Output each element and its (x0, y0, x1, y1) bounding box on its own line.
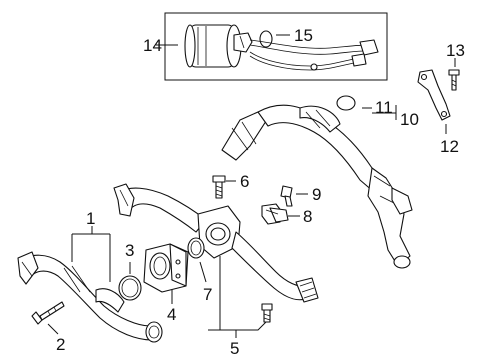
bolt-9 (280, 185, 293, 207)
callout-13: 13 (446, 41, 465, 60)
egr-cooler (184, 24, 253, 68)
callout-15: 15 (294, 26, 313, 45)
callout-10: 10 (400, 110, 419, 129)
bolt-13 (448, 69, 460, 91)
sensor-8 (261, 203, 289, 225)
cooler-tubes (249, 39, 379, 71)
bolt-6 (212, 175, 226, 199)
callout-7: 7 (203, 285, 212, 304)
callout-1: 1 (86, 209, 95, 228)
bracket-12 (417, 69, 451, 121)
callout-3: 3 (125, 241, 134, 260)
egr-pipe-10 (221, 95, 413, 269)
callout-9: 9 (312, 185, 321, 204)
callout-11: 11 (375, 98, 393, 117)
callout-8: 8 (303, 207, 312, 226)
callout-6: 6 (240, 172, 249, 191)
egr-cooler-inset: 14 15 (143, 12, 388, 81)
bolt-2 (31, 301, 65, 325)
callout-4: 4 (167, 305, 176, 324)
gasket-7 (187, 237, 205, 259)
bolt-5 (261, 303, 273, 323)
egr-pipe-1 (17, 251, 163, 343)
seal-ring-3 (118, 275, 142, 301)
callout-12: 12 (440, 137, 459, 156)
callout-2: 2 (56, 335, 65, 354)
callout-5: 5 (230, 339, 239, 358)
seal-ring-15 (259, 30, 273, 48)
valve-housing-4 (143, 243, 189, 293)
callout-14: 14 (143, 36, 162, 55)
